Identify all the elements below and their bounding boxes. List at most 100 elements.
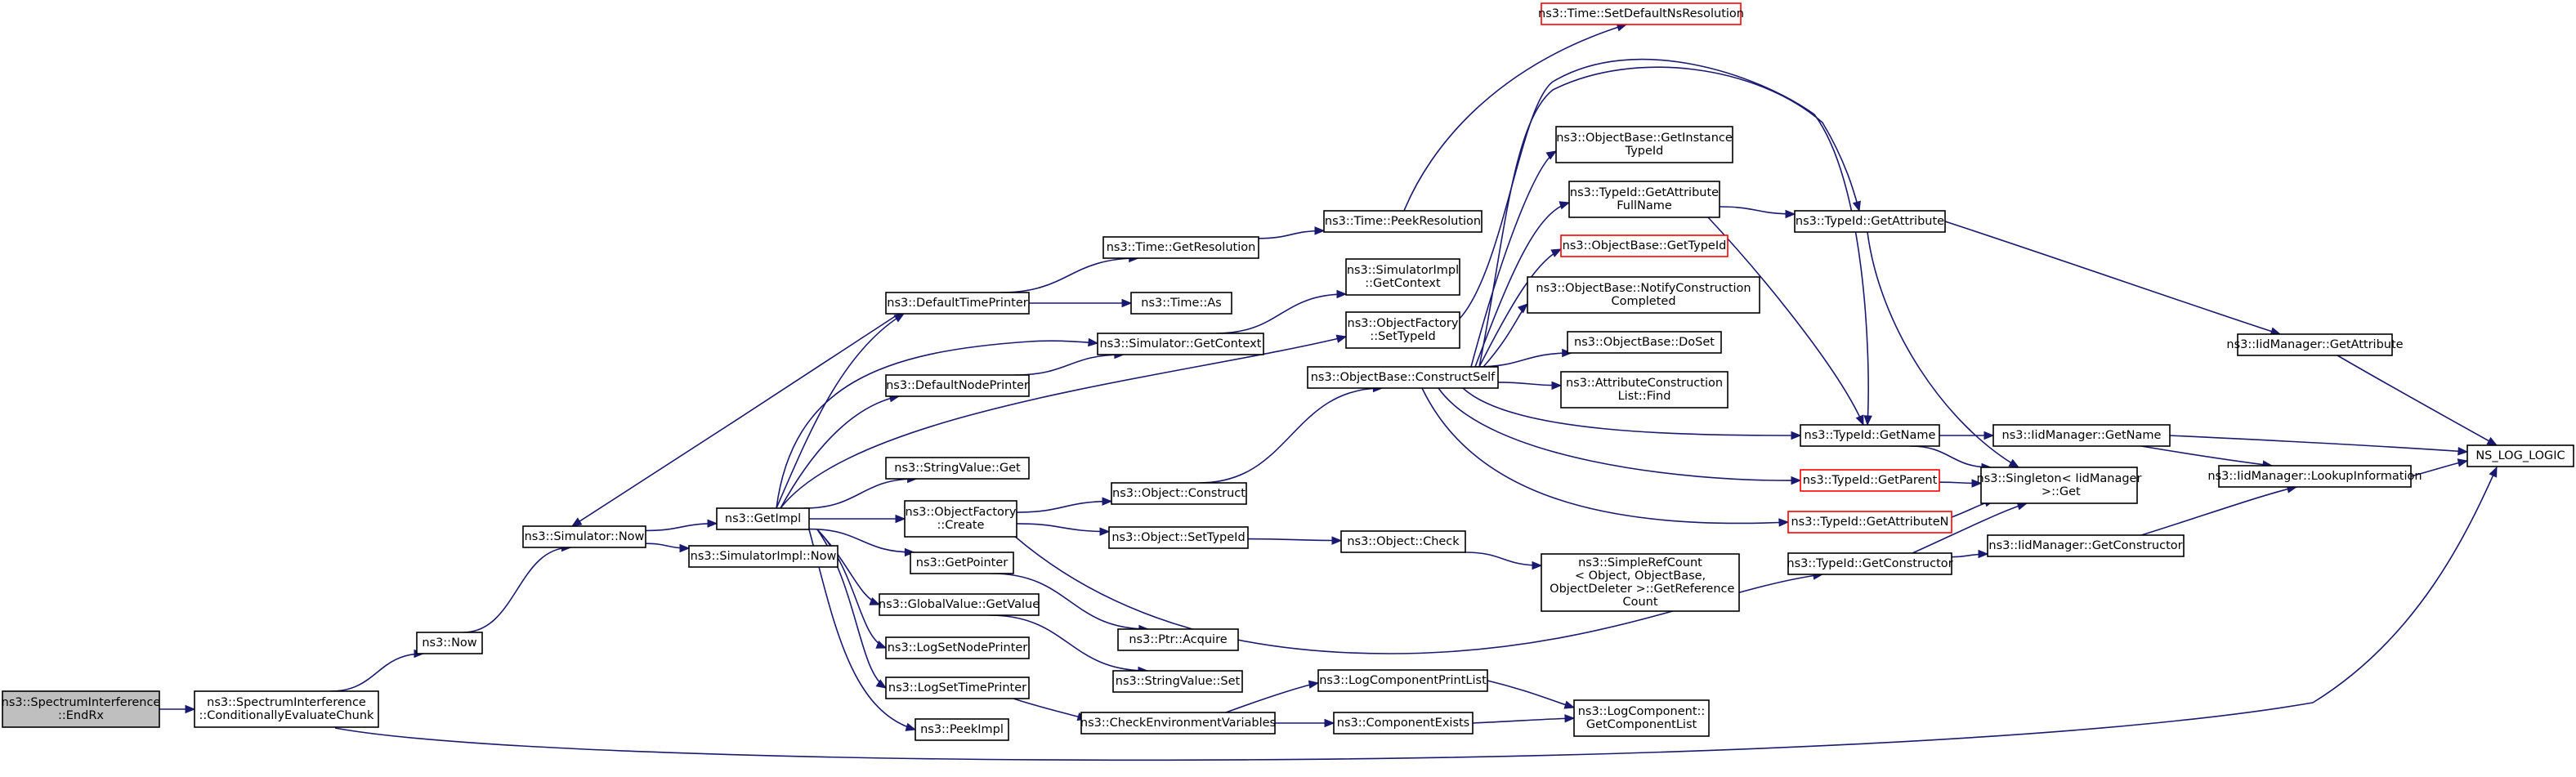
edge-arrowhead: [1121, 298, 1133, 308]
node-getpointer[interactable]: ns3::GetPointer: [910, 551, 1014, 574]
node-label: ns3::LogComponentPrintList: [1319, 674, 1487, 687]
node-simimplnow[interactable]: ns3::SimulatorImpl::Now: [688, 545, 839, 568]
edge-simgetctx-to-simimplgetctx: [1215, 289, 1348, 334]
node-getimpl[interactable]: ns3::GetImpl: [716, 507, 810, 530]
node-nslog[interactable]: NS_LOG_LOGIC: [2466, 444, 2574, 467]
node-objcheck[interactable]: ns3::Object::Check: [1340, 530, 1466, 553]
node-objsettypeid[interactable]: ns3::Object::SetTypeId: [1108, 526, 1249, 549]
edge-typeidgetattrfull-to-typeidgetname: [1707, 217, 1864, 426]
edge-getimpl-to-objfactsettypeid: [780, 334, 1348, 509]
node-box: [1345, 258, 1460, 296]
node-box: [885, 636, 1030, 659]
node-box: [885, 457, 1030, 480]
node-box: [1567, 331, 1722, 354]
edge-arrowhead: [1971, 479, 1983, 488]
edge-constructself-to-objbasegettypeid: [1478, 248, 1563, 368]
node-peekimpl[interactable]: ns3::PeekImpl: [915, 718, 1009, 741]
node-singletonget[interactable]: ns3::Singleton< IidManager >::Get: [1977, 467, 2142, 504]
edge-iidgetattr-to-nslog: [2337, 355, 2498, 446]
node-label: ns3::ObjectBase::GetTypeId: [1563, 239, 1727, 252]
edge-line: [1438, 387, 1801, 481]
node-box: [1323, 210, 1483, 233]
node-stringvalueset[interactable]: ns3::StringValue::Set: [1112, 670, 1243, 693]
edge-arrowhead: [869, 596, 881, 605]
node-objbasegettypeid[interactable]: ns3::ObjectBase::GetTypeId: [1560, 234, 1729, 257]
edge-line: [1199, 387, 1383, 484]
node-iidgetname[interactable]: ns3::IidManager::GetName: [1992, 424, 2171, 447]
node-defnodeprinter[interactable]: ns3::DefaultNodePrinter: [885, 374, 1030, 397]
node-simimplgetctx[interactable]: ns3::SimulatorImpl::GetContext: [1345, 258, 1460, 296]
node-stringvalueget[interactable]: ns3::StringValue::Get: [885, 457, 1030, 480]
edge-arrowhead: [1314, 226, 1326, 235]
edge-arrowhead: [1563, 700, 1576, 709]
edge-line: [1258, 230, 1325, 239]
edge-simnow-to-simimplnow: [645, 543, 691, 553]
edge-line: [1487, 680, 1575, 708]
edge-line: [1000, 257, 1138, 293]
node-logsetnode[interactable]: ns3::LogSetNodePrinter: [885, 636, 1030, 659]
node-iidgetattr[interactable]: ns3::IidManager::GetAttribute: [2226, 333, 2404, 356]
node-box: [879, 593, 1040, 616]
edge-arrowhead: [1324, 718, 1335, 728]
node-objfactcreate[interactable]: ns3::ObjectFactory::Create: [904, 500, 1017, 538]
node-timepeekres[interactable]: ns3::Time::PeekResolution: [1323, 210, 1483, 233]
edge-constructself-to-typeidgetattrfull: [1474, 201, 1571, 368]
node-objfactsettypeid[interactable]: ns3::ObjectFactory::SetTypeId: [1345, 311, 1460, 349]
node-typeidgetctor[interactable]: ns3::TypeId::GetConstructor: [1787, 552, 1953, 575]
edge-arrowhead: [893, 313, 906, 323]
node-typeidgetname[interactable]: ns3::TypeId::GetName: [1800, 424, 1940, 447]
edge-getimpl-to-deftimeprinter: [776, 313, 906, 509]
node-timegetres[interactable]: ns3::Time::GetResolution: [1102, 236, 1259, 259]
node-box: [1112, 670, 1243, 693]
node-constructself[interactable]: ns3::ObjectBase::ConstructSelf: [1307, 366, 1499, 389]
edge-line: [1014, 354, 1124, 376]
node-ptracquire[interactable]: ns3::Ptr::Acquire: [1117, 628, 1239, 651]
node-label: ns3::Simulator::Now: [525, 530, 645, 543]
node-timeas[interactable]: ns3::Time::As: [1130, 292, 1232, 315]
node-iidlookup[interactable]: ns3::IidManager::LookupInformation: [2207, 465, 2422, 488]
node-label: ns3::ObjectFactory::Create: [906, 506, 1017, 532]
edge-line: [1478, 248, 1562, 368]
node-deftimeprinter[interactable]: ns3::DefaultTimePrinter: [885, 292, 1030, 315]
node-doset[interactable]: ns3::ObjectBase::DoSet: [1567, 331, 1722, 354]
node-globalvalueget[interactable]: ns3::GlobalValue::GetValue: [879, 593, 1040, 616]
node-label: ns3::SpectrumInterference::Conditionally…: [199, 696, 375, 722]
node-simnow[interactable]: ns3::Simulator::Now: [522, 525, 646, 548]
edge-condeval-to-nslog: [334, 466, 2498, 761]
node-typeidgetattrn[interactable]: ns3::TypeId::GetAttributeN: [1787, 511, 1952, 534]
edge-line: [1472, 717, 1575, 724]
edge-arrowhead: [1564, 714, 1576, 723]
edge-arrowhead: [185, 704, 196, 714]
node-objconstruct[interactable]: ns3::Object::Construct: [1111, 482, 1247, 505]
edge-arrowhead: [1863, 415, 1872, 426]
edge-arrowhead: [875, 640, 888, 649]
node-label: ns3::IidManager::GetConstructor: [1988, 539, 2182, 552]
node-iidgetctor[interactable]: ns3::IidManager::GetConstructor: [1987, 534, 2185, 557]
node-timesetdef[interactable]: ns3::Time::SetDefaultNsResolution: [1538, 2, 1744, 25]
node-label: ns3::TypeId::GetConstructor: [1787, 557, 1952, 570]
node-label: ns3::Time::GetResolution: [1107, 241, 1256, 254]
node-now[interactable]: ns3::Now: [416, 632, 483, 654]
node-simplerefcount[interactable]: ns3::SimpleRefCount< Object, ObjectBase,…: [1541, 553, 1740, 612]
node-endrx[interactable]: ns3::SpectrumInterference::EndRx: [2, 690, 161, 728]
node-logcompprint[interactable]: ns3::LogComponentPrintList: [1317, 669, 1488, 692]
node-typeidgetattr[interactable]: ns3::TypeId::GetAttribute: [1794, 210, 1946, 233]
edge-arrowhead: [1778, 518, 1790, 527]
node-label: ns3::LogSetTimePrinter: [888, 681, 1026, 694]
node-box: [1987, 534, 2185, 557]
node-logsettime[interactable]: ns3::LogSetTimePrinter: [885, 677, 1030, 699]
edge-arrowhead: [895, 514, 906, 524]
node-simgetctx[interactable]: ns3::Simulator::GetContext: [1097, 333, 1264, 355]
node-typeidgetparent[interactable]: ns3::TypeId::GetParent: [1800, 469, 1940, 492]
node-condeval[interactable]: ns3::SpectrumInterference::Conditionally…: [194, 690, 379, 728]
node-box: [1787, 552, 1952, 575]
node-compexists[interactable]: ns3::ComponentExists: [1333, 712, 1474, 735]
node-checkenv[interactable]: ns3::CheckEnvironmentVariables: [1080, 712, 1276, 735]
node-logcompgetlist[interactable]: ns3::LogComponent::GetComponentList: [1573, 699, 1710, 737]
node-box: [1568, 181, 1720, 218]
